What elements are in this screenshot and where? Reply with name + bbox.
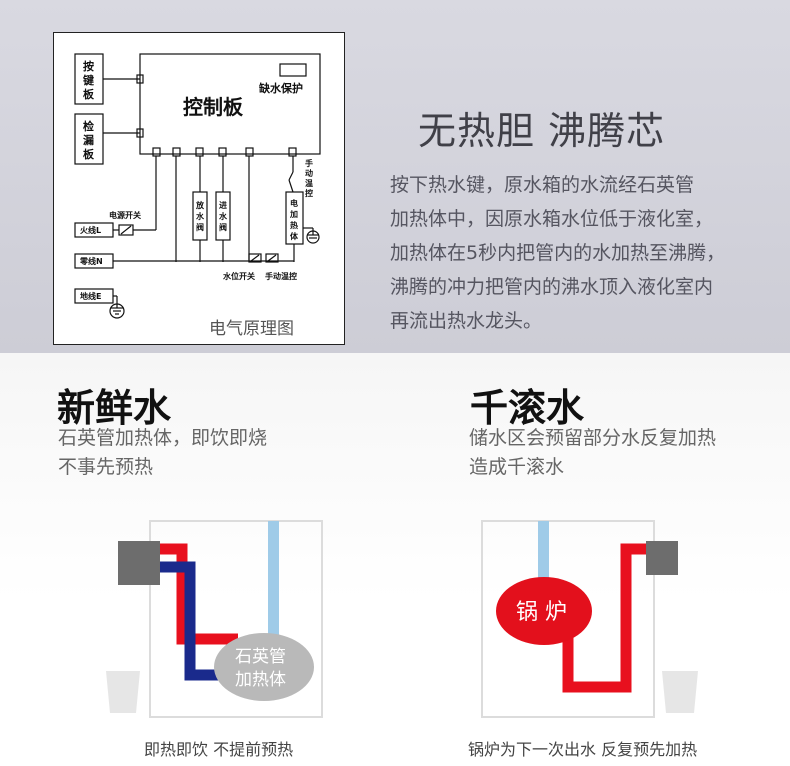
drain-valve-label-3: 阀 [196,222,204,232]
description-line: 沸腾的冲力把管内的沸水顶入液化室内 [390,276,714,298]
boiler-hot-pipe [562,543,652,693]
power-switch-label: 电源开关 [109,210,141,220]
live-label: 火线L [80,225,101,235]
manual-temp-v-1: 手 [305,158,313,168]
boiler-outlet-nozzle [646,541,678,575]
boiler-cup-icon [662,671,698,713]
quartz-heater [214,633,314,701]
heater-label-4: 体 [290,231,299,241]
low-water-label: 缺水保护 [258,81,303,95]
drain-valve-label-2: 水 [195,211,205,221]
leak-label-2: 漏 [83,133,94,147]
level-switch-label: 水位开关 [222,271,255,281]
description-line: 加热体在5秒内把管内的水加热至沸腾， [390,242,726,264]
description-line: 按下热水键，原水箱的水流经石英管 [390,174,695,196]
schematic-caption: 电气原理图 [209,319,294,339]
keypad-label-3: 板 [83,87,95,101]
fresh-water-subtitle-line: 不事先预热 [58,456,154,478]
reboiled-water-subtitle: 储水区会预留部分水反复加热 造成千滚水 [469,424,716,482]
reboiled-water-subtitle-line: 造成千滚水 [469,456,565,478]
outlet-nozzle [118,541,160,585]
neutral-label: 零线N [79,256,103,266]
fresh-water-caption: 即热即饮 不提前预热 [144,740,294,759]
boiler-inlet-pipe [538,521,549,587]
cold-water-pipe [160,561,232,681]
controller-box [139,53,321,155]
leak-board-box [74,113,104,165]
reboiled-water-subtitle-line: 储水区会预留部分水反复加热 [469,427,717,449]
boiler-label: 锅 炉 [516,600,567,625]
inlet-valve-label-2: 水 [218,211,228,221]
reboiled-water-caption: 锅炉为下一次出水 反复预先加热 [468,740,698,759]
manual-temp-v-2: 动 [305,168,313,178]
description: 按下热水键，原水箱的水流经石英管 加热体中，因原水箱水位低于液化室， 加热体在5… [390,168,770,338]
fresh-water-subtitle-line: 石英管加热体，即饮即烧 [58,427,268,449]
drain-valve-label-1: 放 [195,200,205,210]
description-line: 再流出热水龙头。 [390,310,543,332]
cup-icon [106,671,140,713]
heater-label-2: 加 [289,209,298,219]
fresh-water-subtitle: 石英管加热体，即饮即烧 不事先预热 [58,424,267,482]
manual-temp-v-4: 控 [305,188,313,198]
keypad-label-1: 按 [83,59,94,73]
instant-heating-diagram: 石英管 加热体 [106,520,323,718]
keypad-label-2: 键 [82,73,95,87]
wiring-schematic: 控制板 缺水保护 按 键 板 检 漏 板 放 水 阀 进 水 阀 电 加 热 体… [53,32,345,345]
heater-text-1: 石英管 [235,647,286,667]
inlet-valve-label-3: 阀 [219,222,227,232]
ground-label: 地线E [80,291,101,301]
boiler-tank-outline [481,520,655,718]
water-inlet-pipe [268,521,279,643]
inlet-valve-label-1: 进 [219,200,227,210]
water-tank-outline [149,520,323,718]
leak-label-3: 板 [83,147,95,161]
manual-temp-label: 手动温控 [265,271,297,281]
heater-text-2: 加热体 [235,670,286,690]
manual-temp-v-3: 温 [305,178,313,188]
headline: 无热胆 沸腾芯 [418,109,666,153]
low-water-indicator [279,63,307,77]
hot-water-pipe [160,543,238,645]
heater-label-1: 电 [290,198,298,208]
description-line: 加热体中，因原水箱水位低于液化室， [390,208,714,230]
boiler [496,577,592,645]
controller-label: 控制板 [183,95,244,119]
leak-label-1: 检 [83,119,94,133]
boiler-diagram: 锅 炉 [481,520,698,718]
heater-label-3: 热 [290,220,298,230]
fresh-water-title: 新鲜水 [57,386,172,430]
reboiled-water-title: 千滚水 [470,386,585,430]
